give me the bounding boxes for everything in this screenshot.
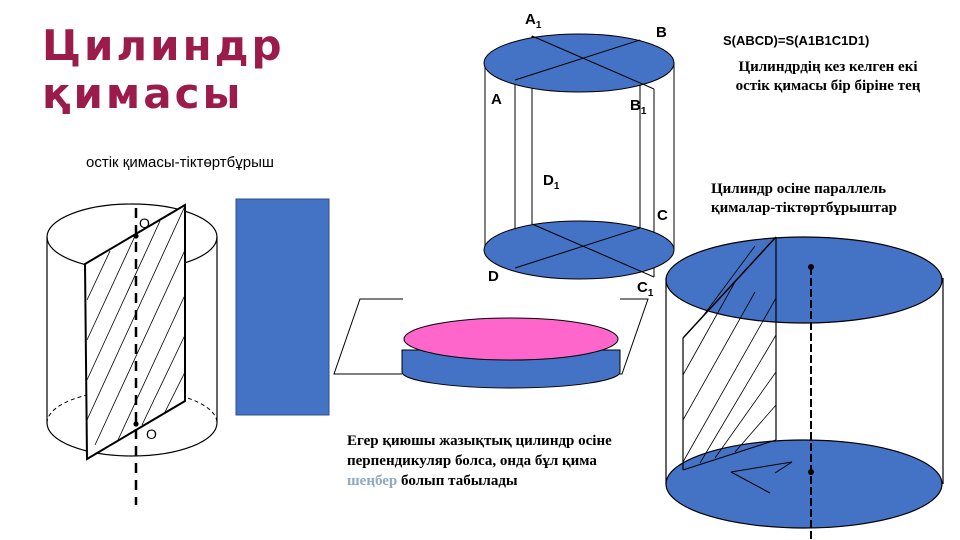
circle-highlight-word: шеңбер <box>347 473 398 489</box>
axis-bottom-center-point <box>133 421 139 427</box>
middle-cylinder <box>483 33 675 280</box>
point-label-o-bottom: O <box>146 426 157 442</box>
perpendicular-text-before: Егер қиюшы жазықтық цилиндр осіне перпен… <box>347 433 612 469</box>
parallel-sections-text: Цилиндр осіне параллель қималар-тіктөртб… <box>711 181 897 216</box>
perpendicular-text-after: болып табылады <box>401 473 518 489</box>
equal-sections-text: Цилиндрдің кез келген екі остік қимасы б… <box>735 59 921 94</box>
point-label-a1: A1 <box>525 11 542 31</box>
circle-section-disk <box>403 317 619 361</box>
point-label-c1: C1 <box>637 279 654 299</box>
title-line-2: қимасы <box>42 69 244 118</box>
parallel-section-hatching <box>682 245 777 464</box>
axis-top-center-point <box>133 233 139 239</box>
point-label-d: D <box>488 268 499 285</box>
point-label-b: B <box>656 24 667 41</box>
point-label-o-top: O <box>139 215 150 231</box>
right-cylinder-bottom-disk <box>665 439 943 529</box>
middle-cylinder-top-disk <box>483 33 675 93</box>
point-label-c: C <box>657 207 668 224</box>
axial-section-rectangle <box>235 198 330 416</box>
cutting-plane-outline <box>333 298 403 375</box>
left-cylinder <box>46 203 218 505</box>
point-label-a: A <box>491 91 502 108</box>
axial-section-label: остік қимасы-тіктөртбұрыш <box>86 154 274 171</box>
title-line-1: Цилиндр <box>42 21 285 70</box>
point-label-b1: B1 <box>630 97 647 117</box>
right-cylinder <box>665 236 944 540</box>
left-cylinder-bottom-front-arc <box>46 422 218 457</box>
left-cylinder-bottom-back-arc <box>46 389 218 424</box>
perpendicular-plane-figure <box>333 298 649 389</box>
right-cylinder-top-disk <box>665 236 943 324</box>
slide-title: Цилиндр қимасы <box>42 22 285 118</box>
cylinder-slab-blue <box>401 349 621 389</box>
area-formula: S(ABCD)=S(A1B1C1D1) <box>723 33 870 48</box>
middle-cylinder-bottom-disk <box>483 220 675 280</box>
point-label-d1: D1 <box>543 172 560 192</box>
perpendicular-section-text: Егер қиюшы жазықтық цилиндр осіне перпен… <box>347 431 647 491</box>
